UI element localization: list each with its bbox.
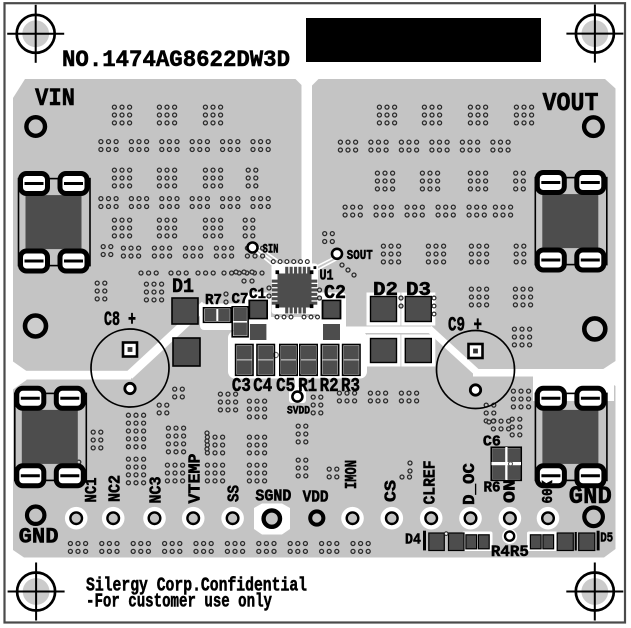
svg-text:60K: 60K xyxy=(540,481,557,504)
svg-text:ON: ON xyxy=(502,479,521,503)
svg-text:C5: C5 xyxy=(276,375,295,397)
svg-text:SOUT: SOUT xyxy=(347,248,373,264)
svg-text:C3: C3 xyxy=(232,375,251,397)
svg-text:NC1: NC1 xyxy=(83,478,102,503)
svg-text:C1: C1 xyxy=(249,286,266,303)
svg-text:D5: D5 xyxy=(600,531,613,547)
svg-text:IMON: IMON xyxy=(343,460,362,489)
svg-text:C8 +: C8 + xyxy=(104,309,136,332)
svg-text:SS: SS xyxy=(226,485,245,502)
svg-text:D4: D4 xyxy=(405,531,421,548)
svg-text:C7: C7 xyxy=(232,291,249,308)
svg-text:GND: GND xyxy=(569,482,612,511)
svg-text:Silergy Corp.Confidential: Silergy Corp.Confidential xyxy=(86,575,307,597)
svg-text:-For customer use only: -For customer use only xyxy=(86,591,272,613)
svg-text:VOUT: VOUT xyxy=(543,88,599,118)
svg-text:CS: CS xyxy=(383,480,402,502)
svg-text:D3: D3 xyxy=(406,279,431,301)
svg-text:R6: R6 xyxy=(484,480,501,497)
svg-text:NC3: NC3 xyxy=(148,477,167,504)
svg-text:SVDD: SVDD xyxy=(287,406,310,418)
svg-text:C6: C6 xyxy=(483,434,501,451)
svg-text:C2: C2 xyxy=(324,282,346,304)
svg-text:VDD: VDD xyxy=(303,489,329,508)
svg-text:R2: R2 xyxy=(320,375,339,397)
svg-text:CLREF: CLREF xyxy=(422,461,441,505)
svg-text:R7: R7 xyxy=(205,292,222,309)
svg-text:D2: D2 xyxy=(373,279,398,301)
svg-text:R3: R3 xyxy=(341,375,360,397)
svg-text:R1: R1 xyxy=(298,375,317,397)
svg-text:VIN: VIN xyxy=(35,84,75,113)
svg-text:NC2: NC2 xyxy=(107,475,126,502)
svg-text:D1: D1 xyxy=(172,276,194,299)
svg-text:SGND: SGND xyxy=(255,488,291,507)
svg-text:SIN: SIN xyxy=(263,242,279,257)
svg-text:C9 +: C9 + xyxy=(448,315,482,338)
svg-text:R4R5: R4R5 xyxy=(491,543,529,561)
svg-text:C4: C4 xyxy=(253,375,272,397)
svg-text:NO.1474AG8622DW3D: NO.1474AG8622DW3D xyxy=(62,47,290,73)
svg-text:D_OC: D_OC xyxy=(461,463,480,505)
svg-text:U1: U1 xyxy=(320,268,334,285)
svg-text:VTEMP: VTEMP xyxy=(187,454,206,504)
svg-text:GND: GND xyxy=(19,525,59,550)
